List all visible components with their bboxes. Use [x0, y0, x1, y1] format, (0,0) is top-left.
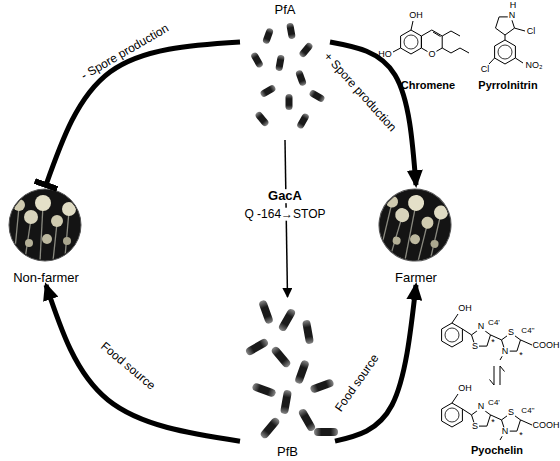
- bacteria-group: PfA: [240, 2, 330, 140]
- bacterium-rod: [275, 55, 285, 72]
- bond: [515, 28, 526, 31]
- non-farmer-photo: [9, 189, 81, 261]
- amoeba-photo: Farmer: [373, 185, 459, 285]
- pyochelin-structure: [442, 314, 532, 360]
- bacterium-rod: [286, 23, 296, 40]
- connector-arrow: [46, 285, 240, 441]
- atom-label: N: [501, 427, 510, 436]
- structure-name: Pyochelin: [470, 445, 524, 457]
- ethyl-chain: [442, 31, 460, 36]
- bacterium-rod: [270, 345, 292, 369]
- edge-label: - Spore production: [77, 21, 172, 83]
- bacterium-rod: [259, 84, 276, 98]
- atom-label: Cl: [480, 65, 491, 74]
- structure-name: Pyrrolnitrin: [477, 80, 538, 92]
- bacterium-rod: [251, 382, 276, 398]
- node-label: PfA: [275, 2, 296, 17]
- atom-label: C4': [487, 399, 501, 407]
- atom-label: COOH: [532, 341, 560, 350]
- bacterium-rod: [298, 42, 314, 59]
- atom-label: *: [490, 418, 496, 427]
- aromatic-circle: [404, 35, 418, 49]
- bond: [489, 58, 495, 64]
- bacterium-rod: [296, 112, 310, 129]
- atom-label: *: [518, 431, 524, 440]
- atom-label: OH: [408, 11, 424, 20]
- atom-label: NO₂: [525, 61, 544, 70]
- atom-label: *: [490, 338, 496, 347]
- pfa-bacteria: [250, 23, 326, 130]
- atom-label: OH: [457, 304, 473, 313]
- bacterium-rod: [278, 308, 297, 333]
- bond: [515, 58, 523, 63]
- bacterium-rod: [295, 69, 307, 86]
- node-label: PfB: [277, 444, 298, 459]
- bacterium-rod: [258, 299, 274, 324]
- equilibrium-arrow: [490, 366, 495, 385]
- bond: [393, 48, 401, 52]
- atom-label: N: [501, 347, 510, 356]
- bond: [505, 35, 506, 40]
- bacterium-rod: [294, 359, 310, 384]
- atom-label: O: [427, 50, 436, 59]
- farmer-photo: [374, 184, 455, 265]
- pyrrolnitrin-structure: [489, 17, 525, 64]
- connector-arrow: [46, 42, 240, 185]
- atom-label: S: [507, 408, 515, 417]
- edge-label: Food source: [332, 350, 383, 415]
- equilibrium-arrow: [500, 366, 505, 385]
- bacterium-rod: [280, 389, 292, 414]
- bacterium-rod: [250, 51, 264, 68]
- bacterium-rod: [254, 111, 270, 128]
- atom-label: N: [508, 11, 517, 20]
- mutation-label: Q -164→STOP: [243, 208, 326, 221]
- bacterium-rod: [308, 89, 325, 103]
- pyochelin-structure: [442, 394, 532, 440]
- atom-label: Cl: [526, 27, 537, 36]
- atom-label: H: [509, 1, 518, 10]
- atom-label: HO: [377, 50, 393, 59]
- bacterium-rod: [262, 27, 274, 44]
- atom-label: OH: [457, 384, 473, 393]
- atom-label: S: [471, 342, 479, 351]
- amoeba-photo: Non-farmer: [3, 185, 89, 285]
- double-bond: [433, 32, 441, 37]
- aromatic-circle: [498, 45, 512, 59]
- atom-label: N: [477, 322, 486, 331]
- bacteria-group: PfB: [240, 297, 335, 459]
- bacterium-rod: [309, 378, 334, 394]
- atom-label: S: [507, 328, 515, 337]
- benzene-ring: [401, 30, 422, 54]
- propyl-chain: [442, 48, 469, 53]
- edge-label: GacA: [266, 189, 304, 203]
- edge-label: Food source: [97, 338, 159, 393]
- bacterium-rod: [245, 338, 270, 357]
- atom-label: C4'': [520, 327, 535, 335]
- atom-label: C4'': [520, 407, 535, 415]
- chromene-structure: [393, 21, 469, 54]
- bacterium-rod: [314, 428, 338, 436]
- node-label: Non-farmer: [13, 270, 79, 285]
- bacterium-rod: [298, 408, 317, 433]
- node-label: Farmer: [395, 270, 437, 285]
- structure-name: Chromene: [400, 80, 456, 92]
- atom-label: N: [477, 402, 486, 411]
- bacterium-rod: [302, 319, 314, 344]
- atom-label: C4': [487, 319, 501, 327]
- atom-label: S: [471, 422, 479, 431]
- bacterium-rod: [286, 94, 293, 110]
- edge-label: + Spore production: [320, 48, 400, 135]
- atom-label: *: [518, 351, 524, 360]
- pfb-bacteria: [245, 299, 338, 439]
- atom-label: COOH: [532, 421, 560, 430]
- benzene-ring: [495, 40, 516, 64]
- bacterium-rod: [259, 416, 281, 440]
- bond: [411, 21, 413, 30]
